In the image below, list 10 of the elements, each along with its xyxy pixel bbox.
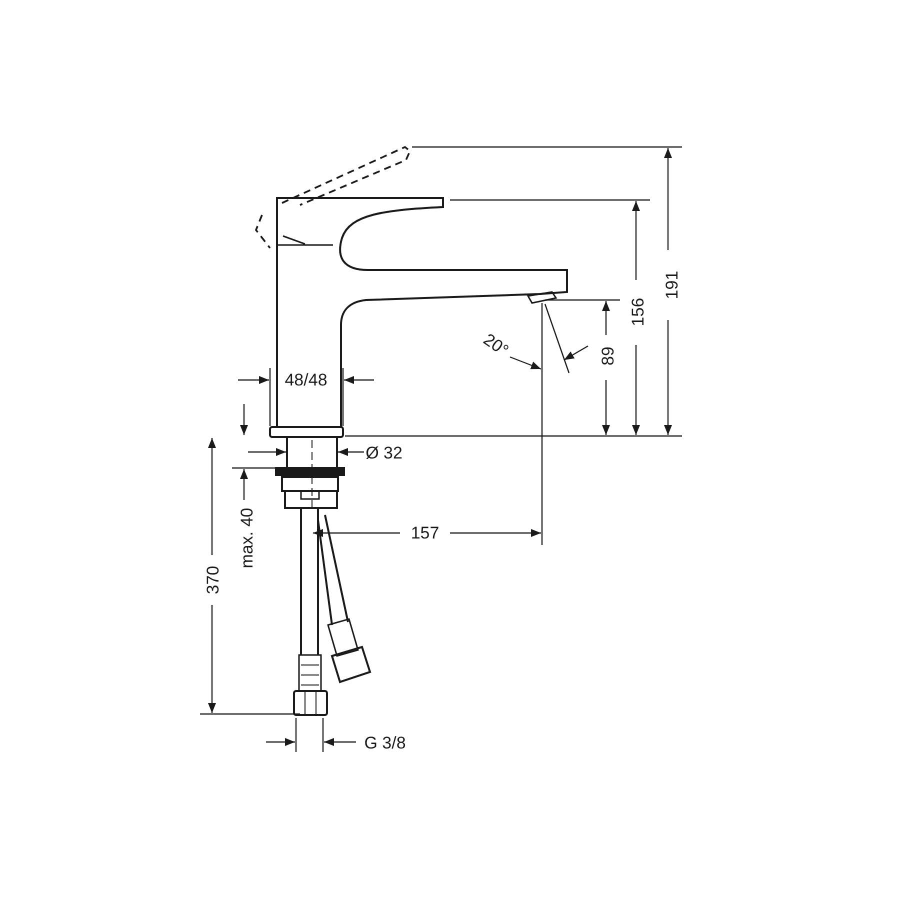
dimension-label: G 3/8 [364, 734, 406, 752]
dimension-label: 48/48 [284, 372, 328, 388]
dimension-label: 89 [600, 346, 616, 366]
dimension-label: Ø 32 [366, 444, 402, 462]
dimension-label: 156 [630, 298, 646, 326]
dimension-label: max. 40 [238, 508, 256, 568]
dimension-label: 191 [664, 270, 680, 300]
dimension-label: 20° [480, 330, 512, 360]
dimension-label: 157 [410, 524, 440, 542]
dimension-label: 370 [204, 566, 222, 594]
